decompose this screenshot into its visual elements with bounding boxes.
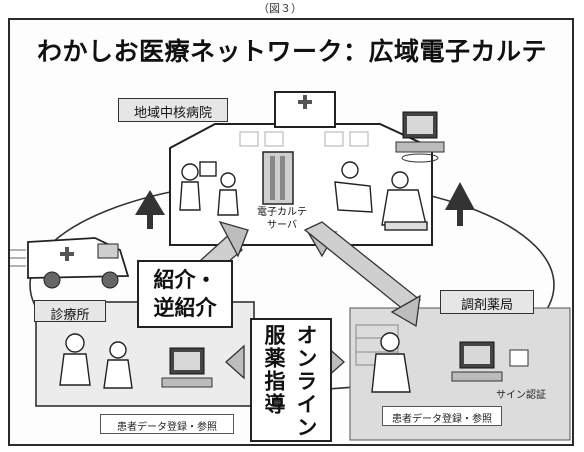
server-label: 電子カルテ サーバ bbox=[257, 207, 307, 231]
server-icon bbox=[262, 151, 294, 205]
online-guidance-box bbox=[250, 318, 332, 442]
pharmacy-computer-icon bbox=[451, 341, 529, 382]
clinic-figures bbox=[59, 333, 133, 389]
hospital-computer-icon bbox=[395, 111, 445, 163]
header-label: （図３） bbox=[258, 2, 302, 15]
hospital-staff-figures bbox=[179, 161, 428, 231]
pharmacy-label: 調剤薬局 bbox=[440, 290, 534, 314]
diagram-title: わかしお医療ネットワーク：広域電子カルテ bbox=[36, 37, 547, 66]
ambulance-icon bbox=[10, 237, 130, 289]
pharmacy-data-label: 患者データ登録・参照 bbox=[382, 406, 502, 426]
clinic-data-label: 患者データ登録・参照 bbox=[100, 414, 234, 434]
clinic-computer-icon bbox=[161, 347, 213, 388]
online-guidance-label: オンライン 服薬指導 bbox=[262, 324, 318, 439]
hospital-label: 地域中核病院 bbox=[118, 98, 228, 122]
pharmacist-figure bbox=[371, 332, 411, 393]
clinic-label: 診療所 bbox=[34, 300, 106, 323]
signature-auth-label: サイン認証 bbox=[496, 390, 546, 401]
referral-label: 紹介・ 逆紹介 bbox=[137, 260, 233, 328]
arrow-hospital-pharmacy bbox=[303, 221, 422, 328]
